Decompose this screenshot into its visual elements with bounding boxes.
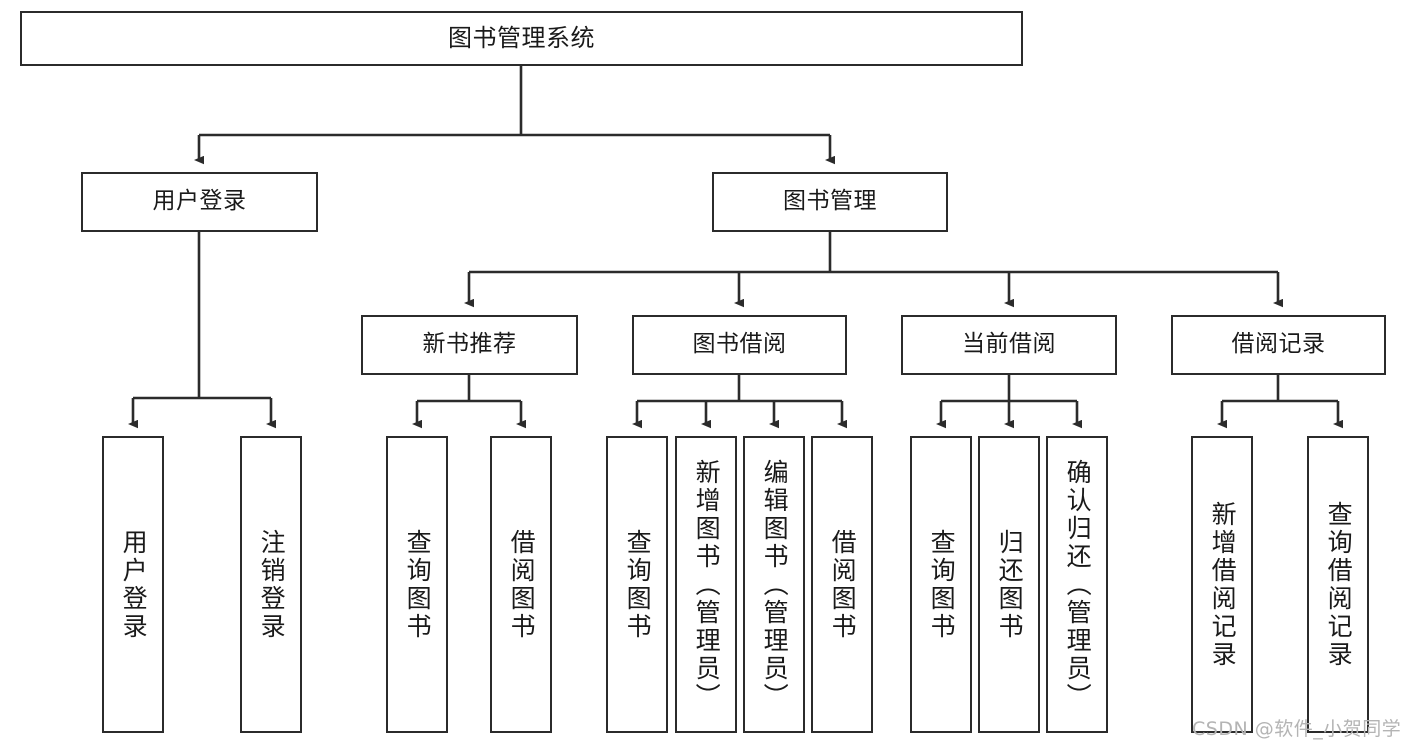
node-borrow-record[interactable]: 借阅记录	[1171, 315, 1386, 375]
node-leaf-borrow-book-recommend[interactable]: 借阅图书	[490, 436, 552, 733]
node-leaf-confirm-return-admin-label: 确认归还（管理员）	[1063, 458, 1093, 711]
node-root-system[interactable]: 图书管理系统	[20, 11, 1023, 66]
node-leaf-query-borrow-record[interactable]: 查询借阅记录	[1307, 436, 1369, 733]
node-leaf-query-book-current-label: 查询图书	[927, 528, 957, 641]
node-leaf-user-logout-label: 注销登录	[257, 528, 287, 641]
node-new-book-recommend-label: 新书推荐	[422, 331, 517, 358]
node-book-borrow[interactable]: 图书借阅	[632, 315, 847, 375]
node-root-system-label: 图书管理系统	[448, 24, 595, 53]
node-leaf-query-book-current[interactable]: 查询图书	[910, 436, 972, 733]
node-book-borrow-label: 图书借阅	[692, 331, 787, 358]
node-current-borrow[interactable]: 当前借阅	[901, 315, 1117, 375]
csdn-watermark: CSDN @软件_小贺同学	[1192, 718, 1402, 740]
node-user-login[interactable]: 用户登录	[81, 172, 318, 232]
node-leaf-add-book-admin[interactable]: 新增图书（管理员）	[675, 436, 737, 733]
node-borrow-record-label: 借阅记录	[1231, 331, 1326, 358]
node-leaf-add-book-admin-label: 新增图书（管理员）	[692, 458, 722, 711]
node-leaf-add-borrow-record[interactable]: 新增借阅记录	[1191, 436, 1253, 733]
node-leaf-edit-book-admin-label: 编辑图书（管理员）	[760, 458, 790, 711]
node-leaf-query-book-borrow-label: 查询图书	[623, 528, 653, 641]
node-book-management[interactable]: 图书管理	[712, 172, 948, 232]
node-leaf-borrow-book-recommend-label: 借阅图书	[507, 528, 537, 641]
node-new-book-recommend[interactable]: 新书推荐	[361, 315, 578, 375]
node-leaf-query-book-recommend-label: 查询图书	[403, 528, 433, 641]
node-leaf-borrow-book[interactable]: 借阅图书	[811, 436, 873, 733]
node-user-login-label: 用户登录	[152, 188, 247, 215]
node-leaf-borrow-book-label: 借阅图书	[828, 528, 858, 641]
node-current-borrow-label: 当前借阅	[962, 331, 1056, 358]
node-leaf-return-book-label: 归还图书	[995, 528, 1025, 641]
node-leaf-edit-book-admin[interactable]: 编辑图书（管理员）	[743, 436, 805, 733]
node-leaf-user-logout[interactable]: 注销登录	[240, 436, 302, 733]
node-leaf-add-borrow-record-label: 新增借阅记录	[1208, 500, 1238, 669]
node-leaf-query-borrow-record-label: 查询借阅记录	[1324, 500, 1354, 669]
node-leaf-confirm-return-admin[interactable]: 确认归还（管理员）	[1046, 436, 1108, 733]
node-leaf-user-login[interactable]: 用户登录	[102, 436, 164, 733]
node-leaf-query-book-recommend[interactable]: 查询图书	[386, 436, 448, 733]
node-leaf-query-book-borrow[interactable]: 查询图书	[606, 436, 668, 733]
node-book-management-label: 图书管理	[783, 188, 877, 215]
node-leaf-return-book[interactable]: 归还图书	[978, 436, 1040, 733]
node-leaf-user-login-label: 用户登录	[119, 528, 149, 641]
